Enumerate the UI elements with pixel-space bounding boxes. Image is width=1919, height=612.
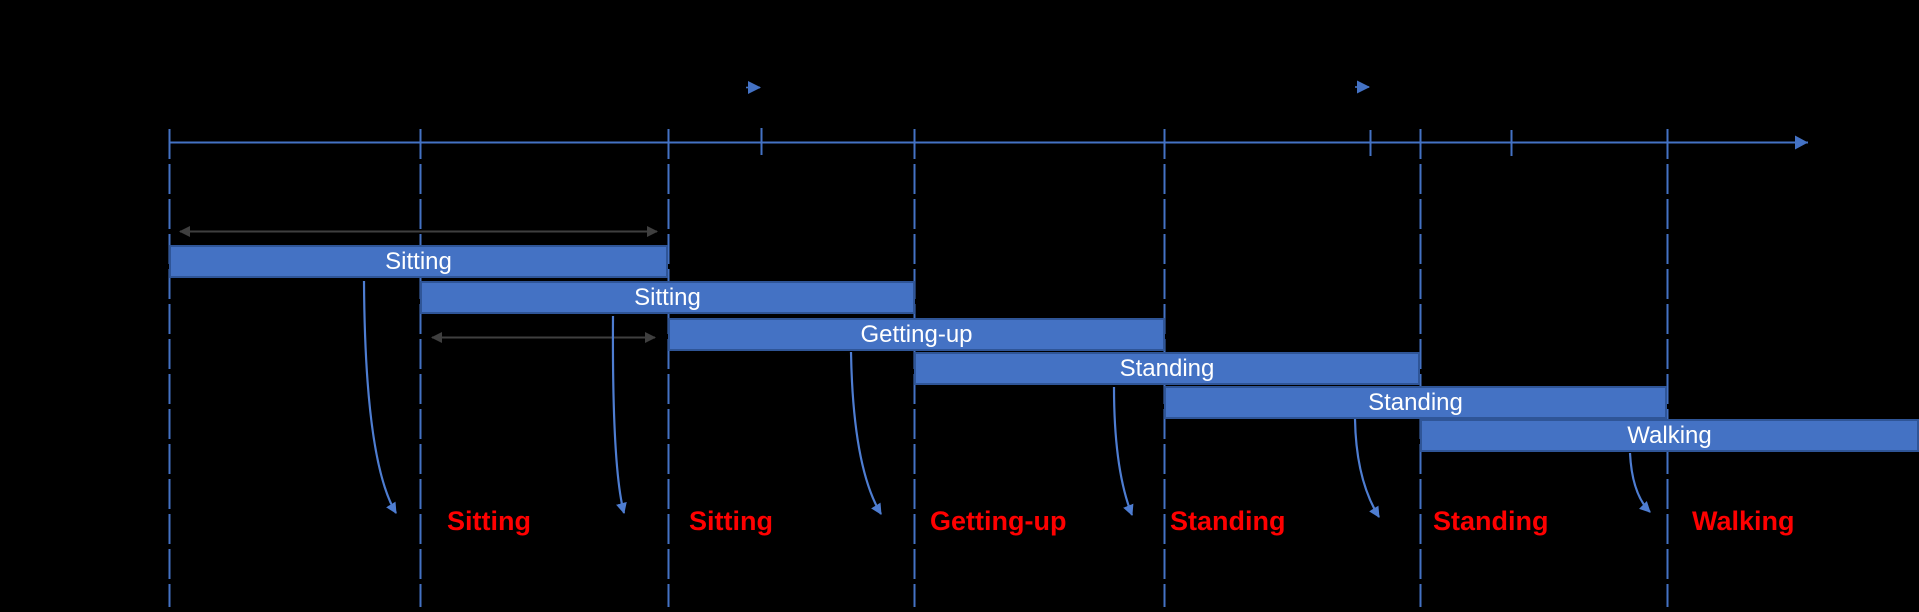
prediction-label: Standing — [1433, 506, 1549, 536]
prediction-label: Getting-up — [930, 506, 1067, 536]
activity-bar: Sitting — [420, 281, 915, 314]
prediction-arrow-icon — [1628, 452, 1651, 513]
prediction-arrow-icon — [362, 280, 397, 514]
prediction-label: Walking — [1692, 506, 1795, 536]
prediction-arrow-icon — [849, 351, 882, 515]
activity-bar: Walking — [1420, 419, 1919, 452]
prediction-arrow-icon — [611, 315, 627, 514]
prediction-label: Sitting — [689, 506, 773, 536]
prediction-arrow-icon — [1353, 418, 1380, 518]
activity-bar-label: Sitting — [634, 284, 701, 311]
activity-bar-label: Standing — [1119, 355, 1215, 382]
activity-bar-label: Getting-up — [860, 321, 973, 348]
activity-bar-label: Sitting — [385, 248, 452, 275]
activity-bar-label: Standing — [1368, 389, 1463, 416]
prediction-arrow-icon — [1112, 386, 1134, 516]
activity-bar-label: Walking — [1627, 422, 1712, 449]
activity-bar: Standing — [1164, 386, 1667, 419]
activity-bar: Sitting — [169, 245, 668, 278]
prediction-label: Sitting — [447, 506, 531, 536]
prediction-label: Standing — [1170, 506, 1286, 536]
activity-bar: Getting-up — [668, 318, 1165, 351]
activity-bar: Standing — [914, 352, 1420, 385]
